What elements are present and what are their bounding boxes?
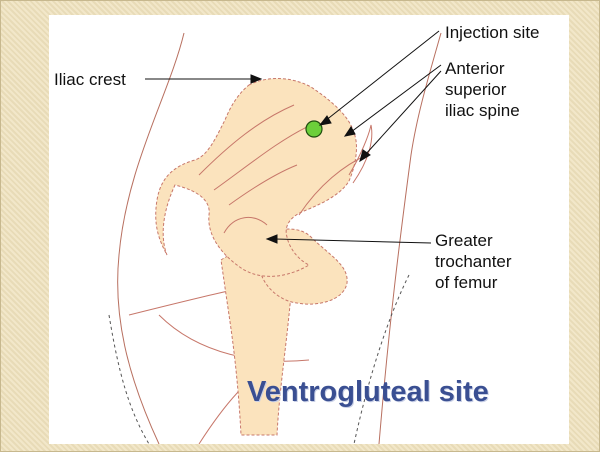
dotted-contour-left <box>109 315 149 444</box>
injection-site-label: Injection site <box>445 23 540 43</box>
diagram-panel: Iliac crest Injection site Anterior supe… <box>49 15 569 444</box>
trochanter-label-line-2: trochanter <box>435 252 512 272</box>
thigh-outline-left <box>118 33 184 444</box>
trochanter-label-line-1: Greater <box>435 231 493 251</box>
trochanter-label-line-3: of femur <box>435 273 497 293</box>
injection-site-pointer <box>325 31 439 121</box>
slide-title: Ventrogluteal site <box>247 375 489 409</box>
injection-site-dot <box>306 121 322 137</box>
asis-label-line-3: iliac spine <box>445 101 520 121</box>
asis-label-line-2: superior <box>445 80 506 100</box>
asis-pointer-upper <box>351 65 441 132</box>
iliac-crest-label: Iliac crest <box>54 70 126 90</box>
iliac-bone <box>156 79 357 277</box>
asis-label-line-1: Anterior <box>445 59 505 79</box>
